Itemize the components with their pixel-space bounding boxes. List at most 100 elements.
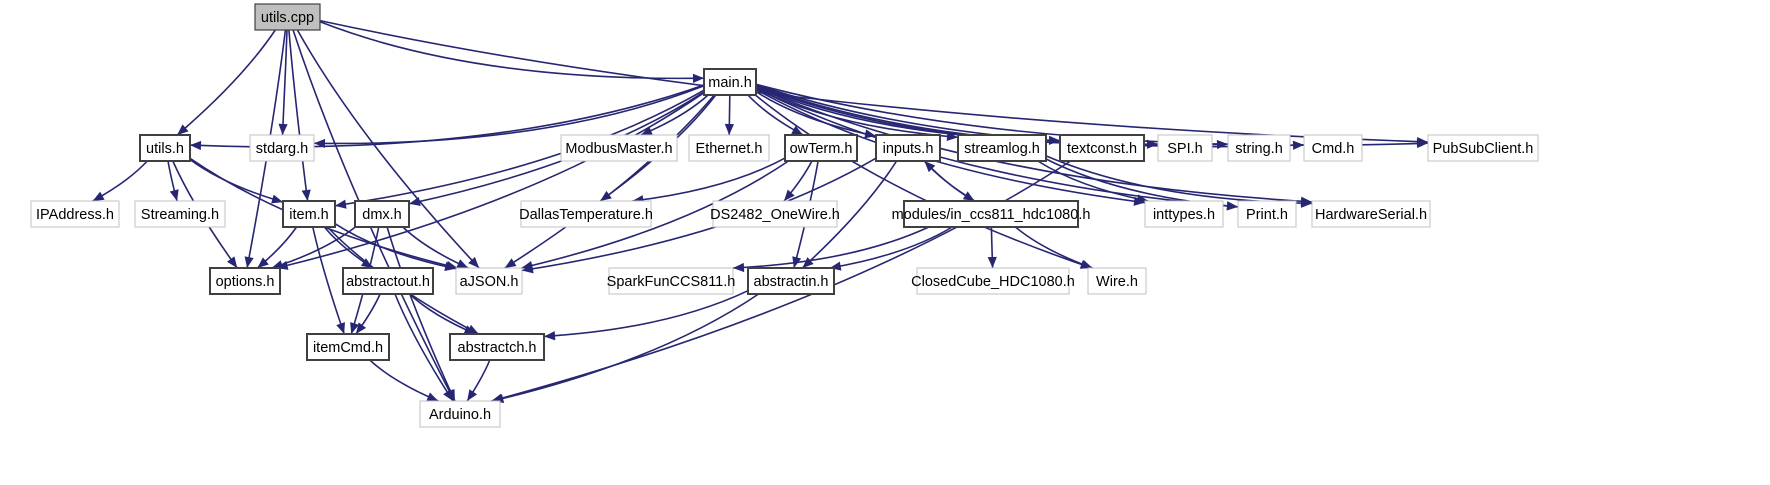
node-box[interactable] bbox=[342, 267, 434, 295]
edge-item_h-to-ajson_h bbox=[334, 223, 457, 270]
node-box[interactable] bbox=[1059, 134, 1145, 162]
edge-utils_cpp-to-pubsubclient_h bbox=[319, 19, 1429, 143]
node-box[interactable] bbox=[784, 134, 858, 162]
node-box[interactable] bbox=[449, 333, 545, 361]
edge-main_h-to-dmx_h bbox=[408, 91, 705, 205]
edge-owterm_h-to-dallastemp_h bbox=[632, 157, 786, 202]
edge-arrowhead bbox=[724, 123, 734, 135]
graph-node-dallastemp_h[interactable]: DallasTemperature.h bbox=[519, 200, 653, 228]
edge-abstractout_h-to-arduino_h bbox=[394, 293, 454, 402]
node-box[interactable] bbox=[1303, 134, 1363, 162]
node-box[interactable] bbox=[1227, 134, 1291, 162]
edge-arrowhead bbox=[301, 189, 311, 201]
graph-node-utils_cpp[interactable]: utils.cpp bbox=[254, 3, 321, 31]
graph-node-abstractin_h[interactable]: abstractin.h bbox=[747, 267, 835, 295]
edge-streamlog_h-to-hardwareserial_h bbox=[1045, 155, 1313, 205]
graph-node-modules_ccs_h[interactable]: modules/in_ccs811_hdc1080.h bbox=[892, 200, 1091, 228]
graph-node-sparkfun_h[interactable]: SparkFunCCS811.h bbox=[607, 267, 736, 295]
graph-node-textconst_h[interactable]: textconst.h bbox=[1059, 134, 1145, 162]
edge-arrowhead bbox=[278, 123, 288, 135]
node-box[interactable] bbox=[1144, 200, 1224, 228]
graph-node-abstractch_h[interactable]: abstractch.h bbox=[449, 333, 545, 361]
edge-modules_ccs_h-to-wire_h bbox=[1014, 226, 1093, 269]
node-box[interactable] bbox=[712, 200, 838, 228]
node-box[interactable] bbox=[560, 134, 678, 162]
edge-arrowhead bbox=[456, 259, 469, 268]
edge-arrowhead bbox=[504, 258, 517, 268]
graph-node-item_h[interactable]: item.h bbox=[282, 200, 336, 228]
node-box[interactable] bbox=[1311, 200, 1431, 228]
edge-arrowhead bbox=[335, 199, 347, 209]
graph-node-closedcube_h[interactable]: ClosedCube_HDC1080.h bbox=[911, 267, 1075, 295]
graph-node-ipaddress_h[interactable]: IPAddress.h bbox=[30, 200, 120, 228]
node-box[interactable] bbox=[1427, 134, 1539, 162]
node-box[interactable] bbox=[688, 134, 770, 162]
node-box[interactable] bbox=[306, 333, 390, 361]
graph-node-hardwareserial_h[interactable]: HardwareSerial.h bbox=[1311, 200, 1431, 228]
node-box[interactable] bbox=[1157, 134, 1213, 162]
node-box[interactable] bbox=[520, 200, 652, 228]
node-box[interactable] bbox=[282, 200, 336, 228]
edge-main_h-to-hardwareserial_h bbox=[755, 86, 1313, 203]
graph-node-arduino_h[interactable]: Arduino.h bbox=[419, 400, 501, 428]
edge-arrowhead bbox=[426, 392, 439, 401]
edge-arrowhead bbox=[244, 256, 254, 268]
node-box[interactable] bbox=[916, 267, 1070, 295]
node-box[interactable] bbox=[30, 200, 120, 228]
edge-arrowhead bbox=[1416, 138, 1428, 149]
graph-node-abstractout_h[interactable]: abstractout.h bbox=[342, 267, 434, 295]
edge-main_h-to-wire_h bbox=[754, 94, 1092, 269]
graph-node-print_h[interactable]: Print.h bbox=[1237, 200, 1297, 228]
graph-node-ajson_h[interactable]: aJSON.h bbox=[455, 267, 523, 295]
graph-node-modbusmaster_h[interactable]: ModbusMaster.h bbox=[560, 134, 678, 162]
edge-arrowhead bbox=[924, 161, 936, 173]
node-box[interactable] bbox=[747, 267, 835, 295]
edge-utils_h-to-item_h bbox=[189, 158, 284, 203]
edge-owterm_h-to-ajson_h bbox=[521, 160, 789, 269]
node-box[interactable] bbox=[209, 267, 281, 295]
node-box[interactable] bbox=[703, 68, 757, 96]
edge-arrowhead bbox=[443, 389, 453, 401]
edge-arrowhead bbox=[791, 125, 804, 135]
graph-node-streaming_h[interactable]: Streaming.h bbox=[134, 200, 226, 228]
node-box[interactable] bbox=[957, 134, 1047, 162]
node-box[interactable] bbox=[139, 134, 191, 162]
graph-node-string_h[interactable]: string.h bbox=[1227, 134, 1291, 162]
graph-node-inttypes_h[interactable]: inttypes.h bbox=[1144, 200, 1224, 228]
node-box[interactable] bbox=[1087, 267, 1147, 295]
graph-node-utils_h[interactable]: utils.h bbox=[139, 134, 191, 162]
node-box[interactable] bbox=[903, 200, 1079, 228]
graph-node-dmx_h[interactable]: dmx.h bbox=[354, 200, 410, 228]
graph-node-ds2482_h[interactable]: DS2482_OneWire.h bbox=[710, 200, 840, 228]
node-box[interactable] bbox=[354, 200, 410, 228]
graph-node-wire_h[interactable]: Wire.h bbox=[1087, 267, 1147, 295]
node-box[interactable] bbox=[249, 134, 315, 162]
graph-node-cmd_h[interactable]: Cmd.h bbox=[1303, 134, 1363, 162]
edge-abstractin_h-to-abstractch_h bbox=[543, 289, 749, 338]
edge-arrowhead bbox=[463, 325, 476, 334]
graph-node-owterm_h[interactable]: owTerm.h bbox=[784, 134, 858, 162]
node-box[interactable] bbox=[608, 267, 734, 295]
graph-node-spi_h[interactable]: SPI.h bbox=[1157, 134, 1213, 162]
graph-node-inputs_h[interactable]: inputs.h bbox=[875, 134, 941, 162]
node-box[interactable] bbox=[134, 200, 226, 228]
graph-node-stdarg_h[interactable]: stdarg.h bbox=[249, 134, 315, 162]
graph-node-options_h[interactable]: options.h bbox=[209, 267, 281, 295]
node-box[interactable] bbox=[254, 3, 321, 31]
edge-arrowhead bbox=[409, 196, 421, 206]
node-box[interactable] bbox=[455, 267, 523, 295]
node-box[interactable] bbox=[1237, 200, 1297, 228]
edge-arrowhead bbox=[190, 140, 202, 151]
node-box[interactable] bbox=[419, 400, 501, 428]
edge-modules_ccs_h-to-sparkfun_h bbox=[732, 226, 930, 269]
node-box[interactable] bbox=[875, 134, 941, 162]
edge-arrowhead bbox=[544, 331, 556, 341]
graph-node-pubsubclient_h[interactable]: PubSubClient.h bbox=[1427, 134, 1539, 162]
edge-arrowhead bbox=[336, 322, 345, 334]
graph-node-streamlog_h[interactable]: streamlog.h bbox=[957, 134, 1047, 162]
graph-node-main_h[interactable]: main.h bbox=[703, 68, 757, 96]
graph-node-itemcmd_h[interactable]: itemCmd.h bbox=[306, 333, 390, 361]
graph-node-ethernet_h[interactable]: Ethernet.h bbox=[688, 134, 770, 162]
